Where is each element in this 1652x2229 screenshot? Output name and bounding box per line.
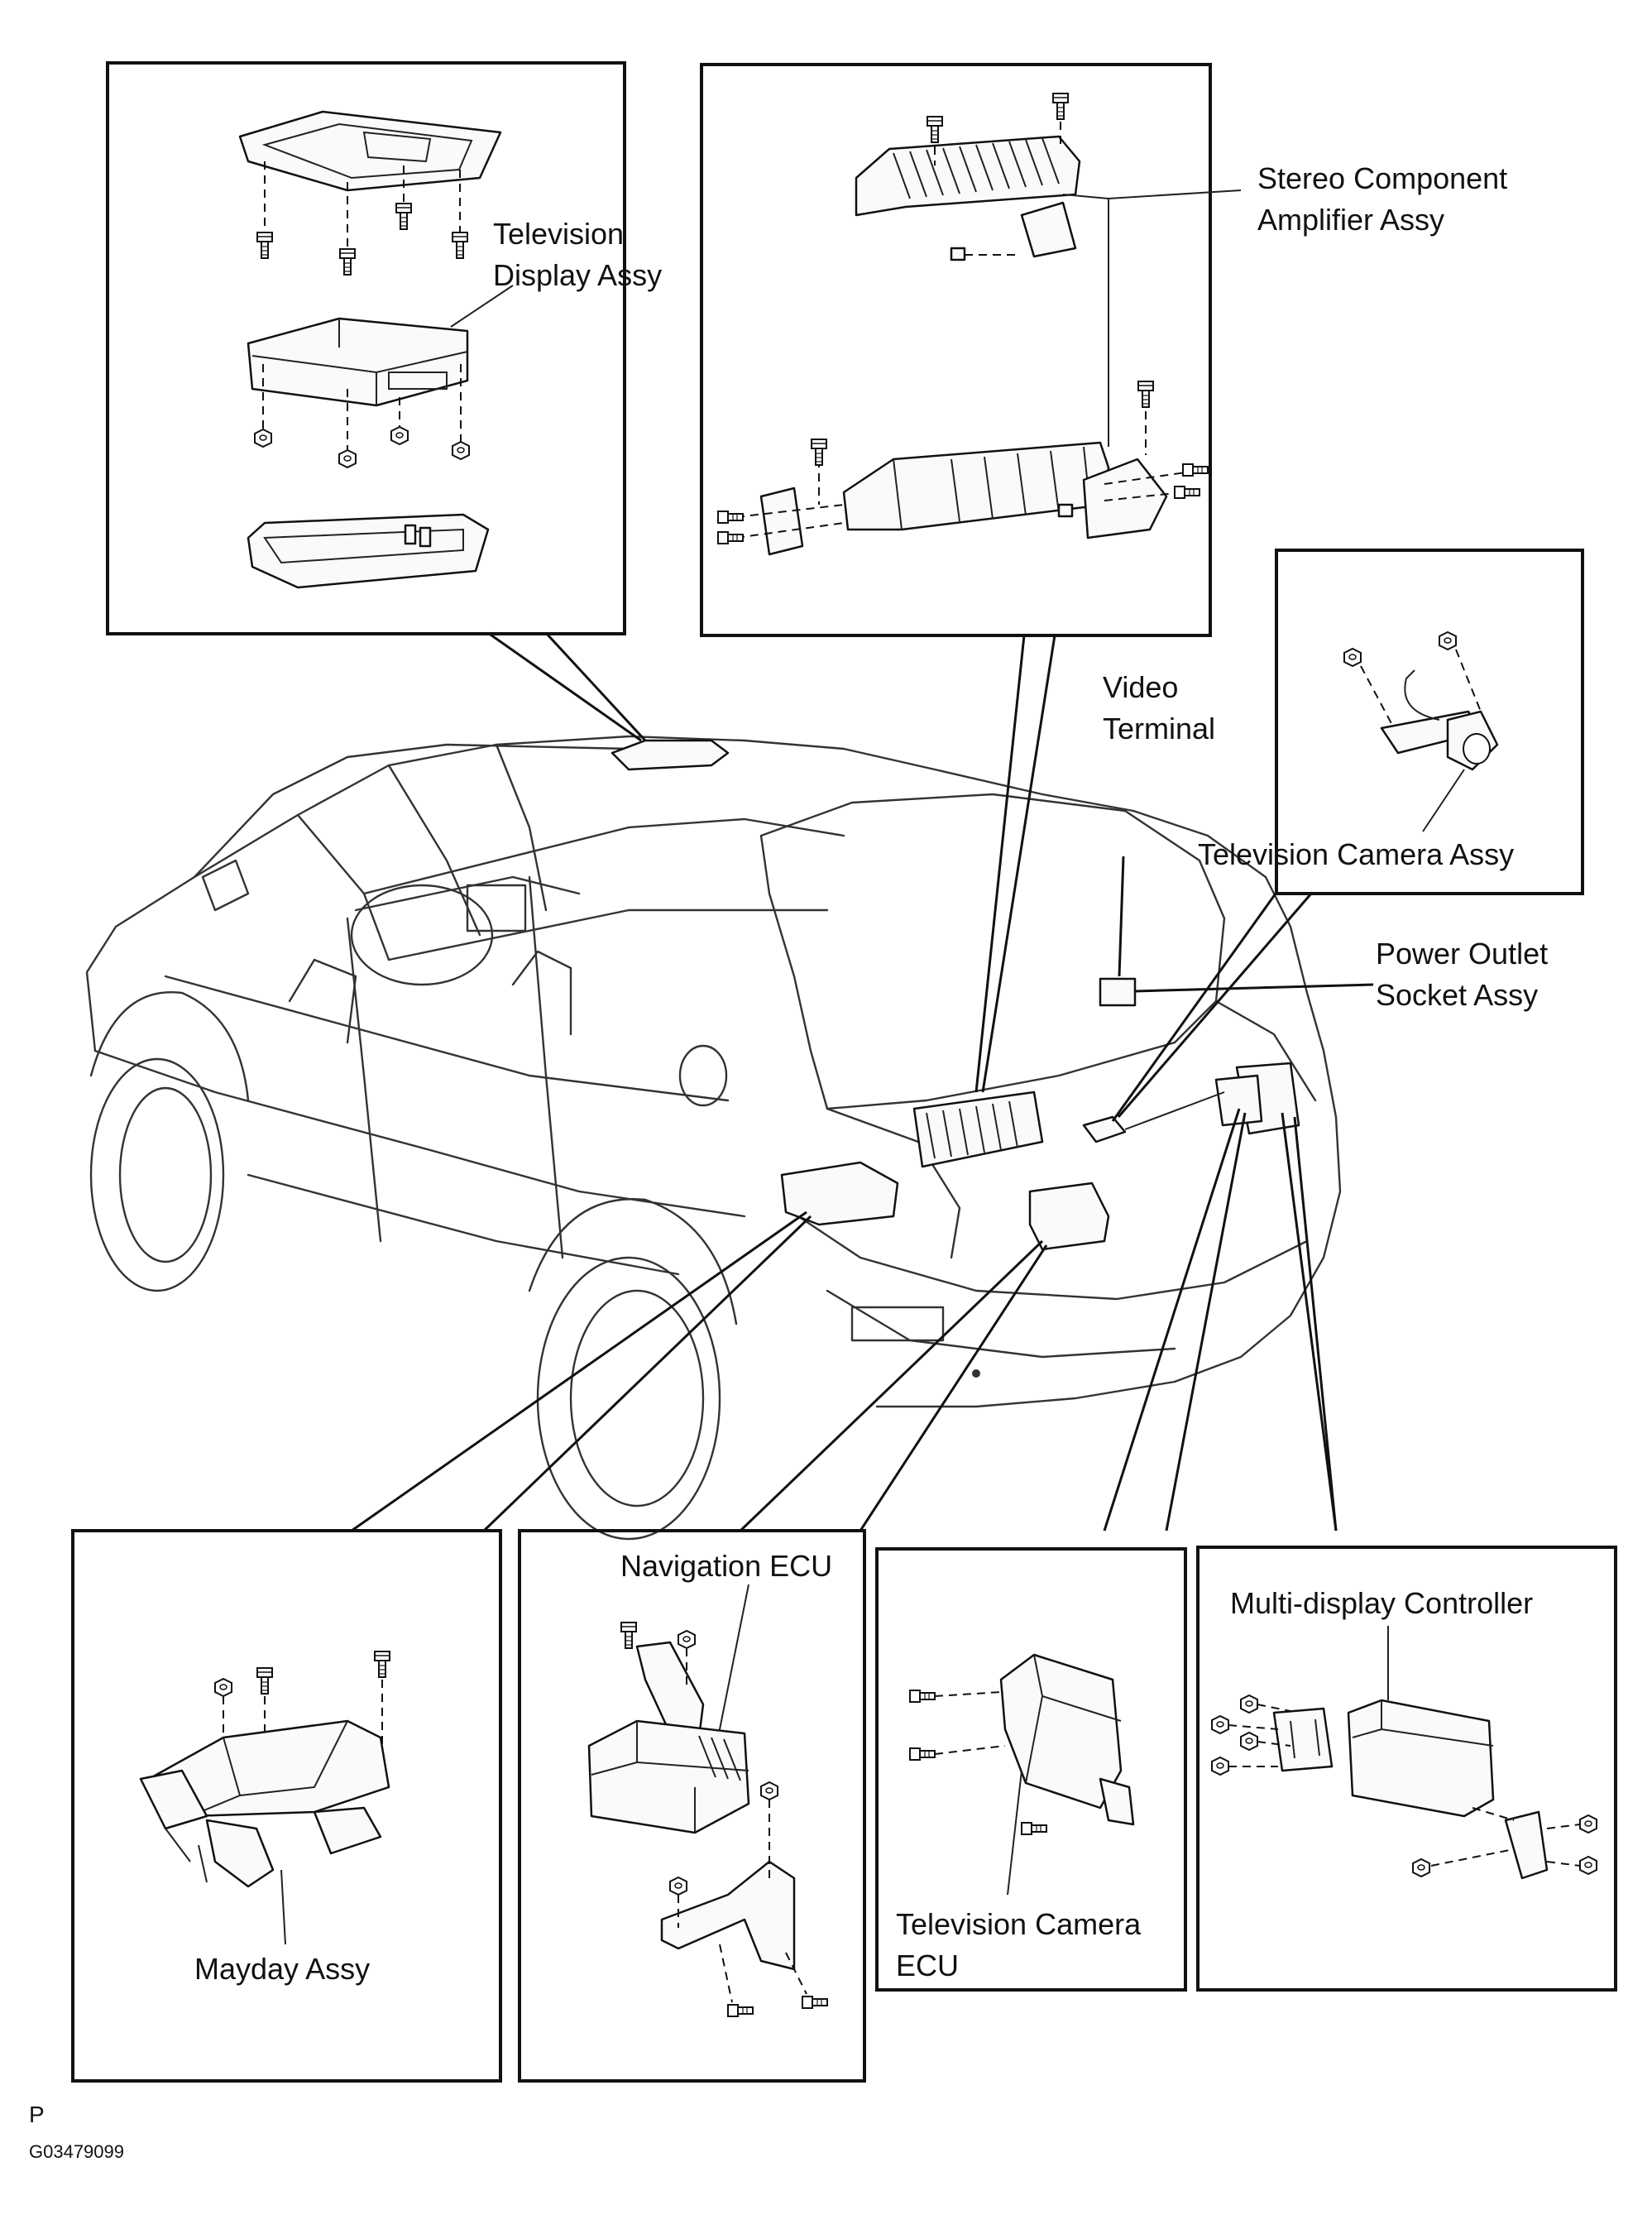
panel-television-camera-ecu: Television Camera ECU — [875, 1547, 1187, 1992]
label-television-display-line1: Television — [493, 217, 624, 251]
figure-code: G03479099 — [29, 2141, 124, 2162]
panel-stereo-amplifier — [700, 63, 1242, 637]
panel-television-camera-assy — [1275, 549, 1584, 895]
label-power-outlet-line1: Power Outlet — [1376, 937, 1548, 971]
label-television-display-line2: Display Assy — [493, 258, 662, 292]
label-power-outlet-line2: Socket Assy — [1376, 978, 1538, 1012]
label-tv-camera-ecu-line1: Television Camera — [896, 1907, 1142, 1941]
label-video-line1: Video — [1103, 670, 1178, 704]
footer-mark: P — [29, 2102, 45, 2127]
vehicle-mounted-parts — [611, 739, 1300, 1251]
label-mayday-assy: Mayday Assy — [194, 1952, 370, 1986]
vehicle-illustration — [85, 735, 1342, 1541]
labels-rear-right: Video Terminal Television Camera Assy Po… — [1103, 670, 1548, 1012]
label-video-line2: Terminal — [1103, 712, 1215, 745]
label-television-camera-assy: Television Camera Assy — [1198, 837, 1514, 871]
label-multi-display-controller: Multi-display Controller — [1230, 1586, 1533, 1620]
label-stereo-line1: Stereo Component — [1257, 161, 1507, 195]
label-stereo-amplifier: Stereo Component Amplifier Assy — [1257, 161, 1507, 237]
panel-mayday-assy: Mayday Assy — [71, 1529, 502, 2083]
panel-navigation-ecu: Navigation ECU — [518, 1529, 866, 2083]
panel-television-display-assy: Television Display Assy — [106, 61, 662, 635]
label-navigation-ecu: Navigation ECU — [620, 1549, 832, 1583]
label-tv-camera-ecu-line2: ECU — [896, 1949, 959, 1982]
label-stereo-line2: Amplifier Assy — [1257, 203, 1444, 237]
panel-multi-display-controller: Multi-display Controller — [1196, 1546, 1617, 1992]
leader-lines — [351, 631, 1374, 1532]
